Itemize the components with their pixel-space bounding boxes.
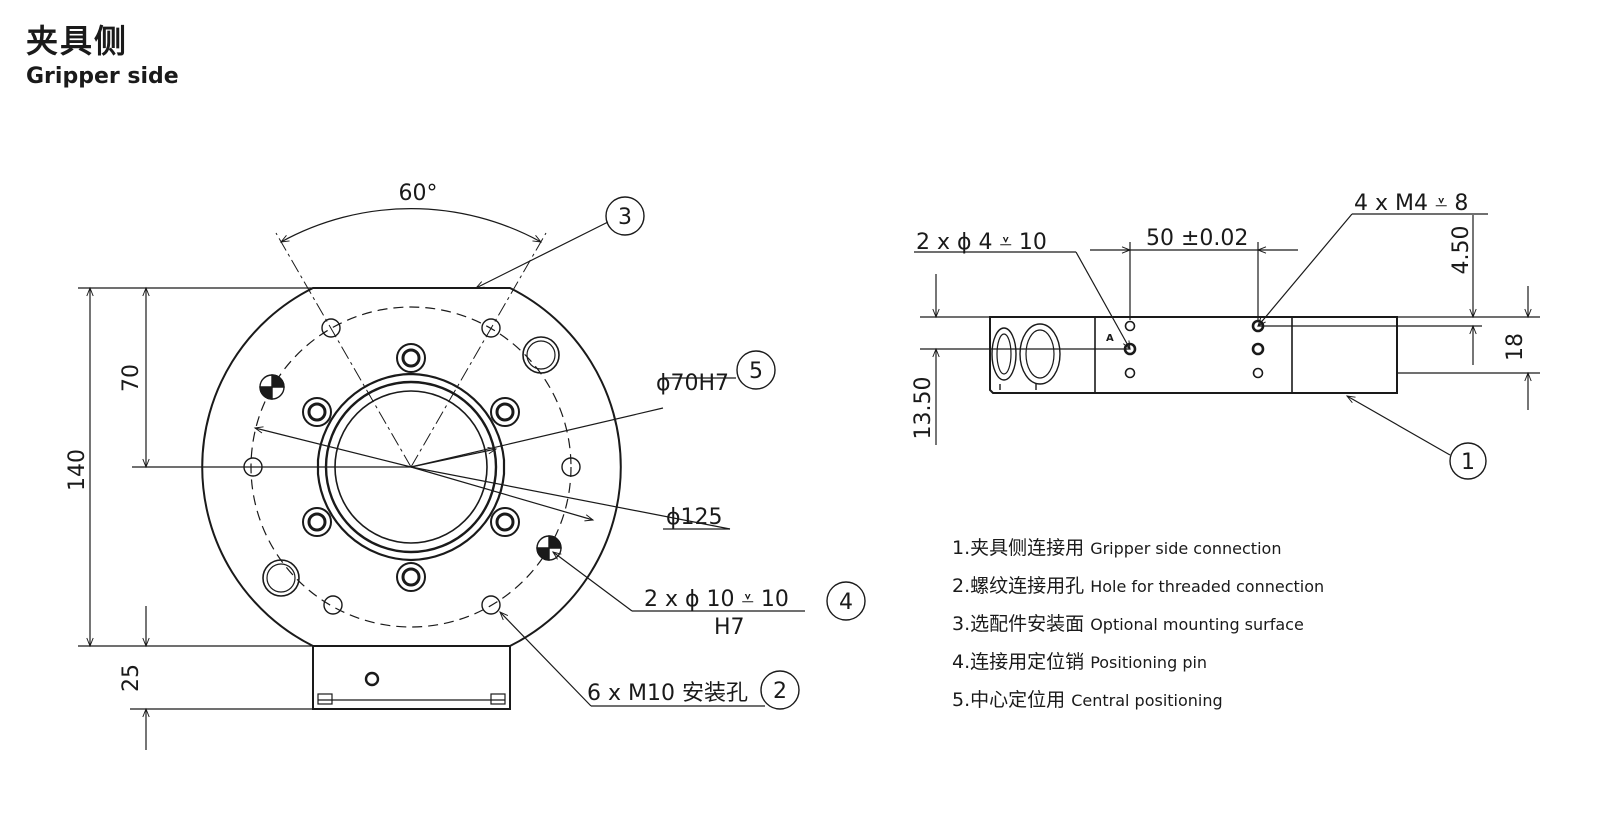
pcd-label: ϕ125 — [666, 505, 723, 530]
positioning-pin-symbol — [259, 374, 562, 561]
callout-4: 4 — [839, 590, 853, 615]
legend-item-cn: 1.夹具侧连接用 — [952, 537, 1085, 559]
bore-label: ϕ70H7 — [656, 371, 729, 396]
bolt-holes — [302, 343, 520, 592]
legend-item: 5.中心定位用 Central positioning — [952, 688, 1324, 726]
legend-item-en: Central positioning — [1071, 691, 1223, 710]
legend-item: 4.连接用定位销 Positioning pin — [952, 650, 1324, 688]
callout-5: 5 — [749, 359, 763, 384]
pin-tolerance-label: H7 — [714, 615, 745, 640]
spacing-label: 50 ±0.02 — [1146, 226, 1248, 251]
callout-3: 3 — [618, 205, 632, 230]
thread-m4-label: 4 x M4 ⩡ 8 — [1354, 191, 1468, 216]
angle-label: 60° — [399, 181, 438, 206]
legend-item-cn: 3.选配件安装面 — [952, 613, 1085, 635]
legend-item: 2.螺纹连接用孔 Hole for threaded connection — [952, 574, 1324, 612]
dim-4-50: 4.50 — [1449, 226, 1474, 275]
hole-spec-label: 2 x ϕ 4 ⩡ 10 — [916, 230, 1047, 255]
legend-item-en: Gripper side connection — [1090, 539, 1282, 558]
flange-outline — [316, 372, 506, 562]
thread-spec-label: 6 x M10 安装孔 — [587, 681, 748, 706]
legend-item-cn: 4.连接用定位销 — [952, 651, 1085, 673]
legend-item: 1.夹具侧连接用 Gripper side connection — [952, 536, 1324, 574]
page-title-cn: 夹具侧 — [26, 22, 129, 60]
legend: 1.夹具侧连接用 Gripper side connection 2.螺纹连接用… — [952, 536, 1324, 726]
dim-13-50: 13.50 — [911, 377, 936, 440]
callout-2: 2 — [773, 679, 787, 704]
legend-item: 3.选配件安装面 Optional mounting surface — [952, 612, 1324, 650]
pin-spec-label: 2 x ϕ 10 ⩡ 10 — [644, 587, 789, 612]
dim-25: 25 — [119, 664, 144, 692]
angle-arc — [279, 208, 543, 243]
front-view — [78, 196, 866, 750]
legend-item-en: Positioning pin — [1090, 653, 1208, 672]
dim-18: 18 — [1503, 333, 1528, 361]
bottom-bracket — [312, 646, 511, 710]
legend-item-cn: 5.中心定位用 — [952, 689, 1066, 711]
front-view-labels: 60° 140 70 25 ϕ70H7 ϕ125 2 x ϕ 10 ⩡ 10 H… — [65, 181, 853, 706]
mark-a: A — [1106, 333, 1114, 344]
legend-item-en: Hole for threaded connection — [1090, 577, 1325, 596]
legend-item-cn: 2.螺纹连接用孔 — [952, 575, 1085, 597]
legend-item-en: Optional mounting surface — [1090, 615, 1304, 634]
page-title-en: Gripper side — [26, 64, 179, 89]
callout-1: 1 — [1461, 450, 1475, 475]
side-view-labels: 2 x ϕ 4 ⩡ 10 50 ±0.02 4 x M4 ⩡ 8 4.50 13… — [911, 191, 1528, 475]
dim-140: 140 — [65, 449, 90, 491]
side-view — [914, 213, 1540, 480]
dim-70: 70 — [119, 364, 144, 392]
